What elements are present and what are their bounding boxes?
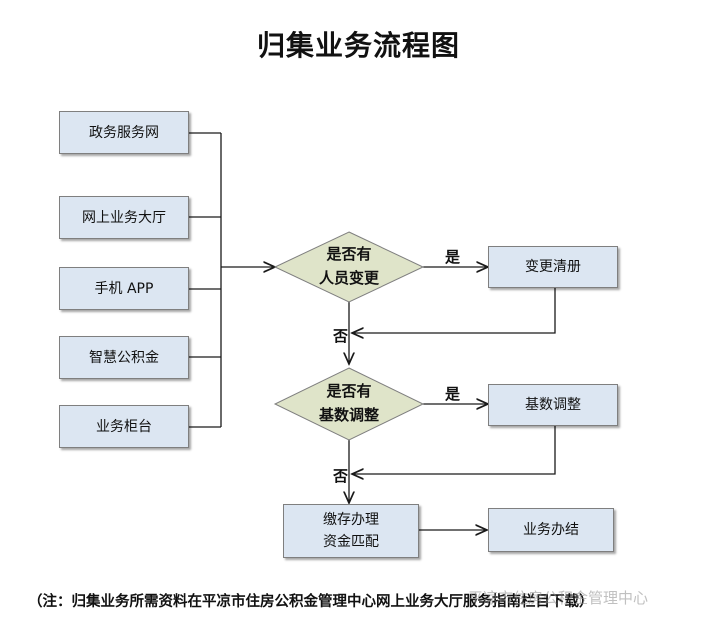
- decision2-line2: 基数调整: [318, 406, 379, 424]
- action-box-change-list: 变更清册: [488, 246, 618, 288]
- channel-box-mobile-app: 手机 APP: [59, 267, 189, 310]
- final-box: 业务办结: [488, 508, 614, 552]
- decision2-line1: 是否有: [326, 382, 372, 400]
- decision1-line1: 是否有: [326, 245, 372, 263]
- channel-box-online-hall: 网上业务大厅: [59, 196, 189, 239]
- channel-box-counter: 业务柜台: [59, 405, 189, 448]
- footnote: （注：归集业务所需资料在平凉市住房公积金管理中心网上业务大厅服务指南栏目下载）: [28, 594, 594, 610]
- watermark: 平凉市住房公积金管理中心: [468, 589, 649, 607]
- no-label-1: 否: [333, 327, 349, 345]
- channel-label: 智慧公积金: [89, 349, 159, 366]
- action-box-base-adjust: 基数调整: [488, 384, 618, 426]
- diagram-title: 归集业务流程图: [256, 29, 460, 62]
- channel-label: 网上业务大厅: [82, 209, 166, 226]
- yes-label-2: 是: [445, 385, 461, 403]
- final-label: 业务办结: [523, 522, 579, 538]
- channel-box-gov-portal: 政务服务网: [59, 111, 189, 154]
- process-line1: 缴存办理: [323, 512, 379, 528]
- decision2-diamond: [273, 367, 425, 441]
- no-label-2: 否: [333, 467, 349, 485]
- process-line2: 资金匹配: [323, 534, 379, 550]
- channel-label: 政务服务网: [89, 124, 159, 141]
- channel-label: 业务柜台: [96, 418, 152, 435]
- decision1-line2: 人员变更: [318, 269, 379, 287]
- decision2-label: 是否有 基数调整: [295, 379, 403, 427]
- action1-label: 变更清册: [525, 259, 581, 275]
- process-box: 缴存办理 资金匹配: [283, 504, 419, 558]
- decision1-diamond: [273, 231, 425, 303]
- decision1-label: 是否有 人员变更: [295, 242, 403, 290]
- channel-box-smart-fund: 智慧公积金: [59, 336, 189, 379]
- yes-label-1: 是: [445, 248, 461, 266]
- channel-label: 手机 APP: [94, 280, 154, 297]
- action2-label: 基数调整: [525, 397, 581, 413]
